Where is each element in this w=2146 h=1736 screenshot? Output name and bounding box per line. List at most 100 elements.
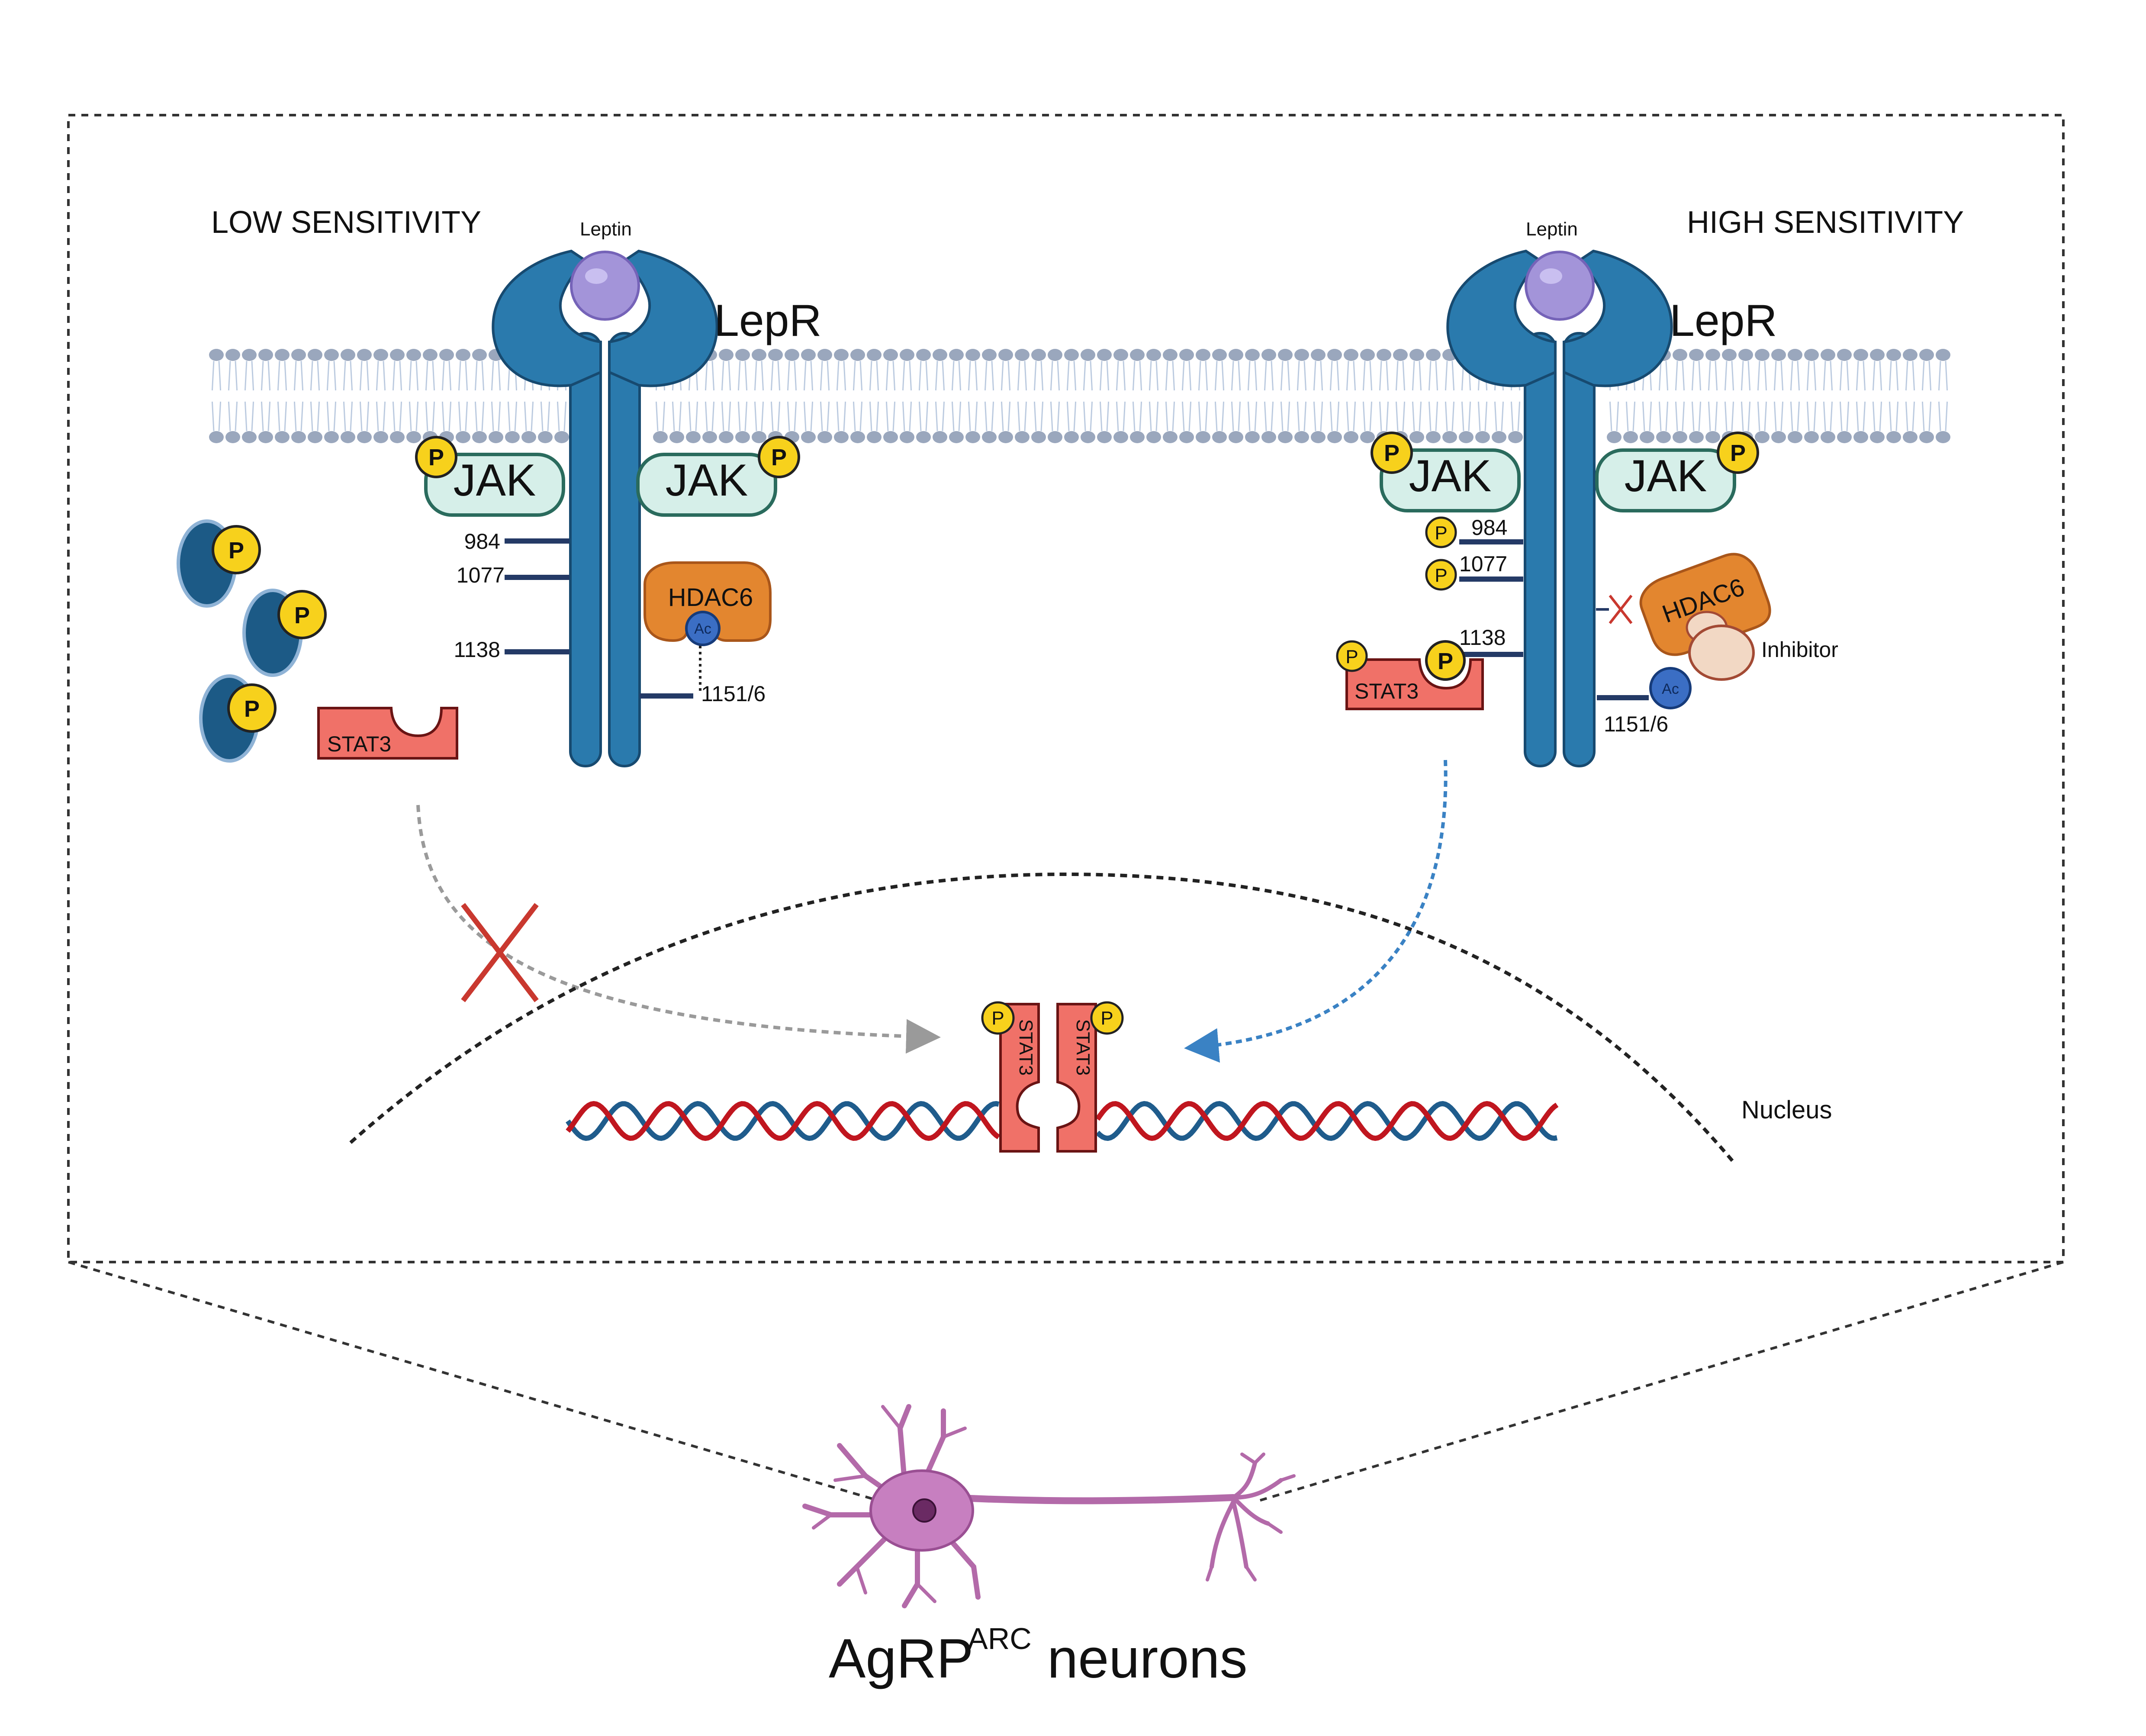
- lipid-head: [275, 349, 290, 361]
- lipid-head: [390, 349, 405, 361]
- lipid-tail: [787, 401, 790, 432]
- lipid-tail: [728, 401, 731, 432]
- lipid-head: [982, 349, 997, 361]
- lipid-tail: [787, 361, 790, 391]
- lipid-head: [1327, 431, 1342, 443]
- lipid-tail: [474, 361, 478, 391]
- lipid-tail: [820, 401, 823, 432]
- lipid-tail: [1846, 401, 1850, 432]
- stat3-dimer-left: [999, 1003, 1040, 1153]
- lipid-tail: [392, 361, 396, 391]
- lipid-tail: [869, 361, 872, 391]
- lipid-tail: [1863, 361, 1866, 391]
- leptin-label-right: Leptin: [1526, 219, 1578, 240]
- lipid-head: [834, 349, 849, 361]
- lipid-tail: [1757, 401, 1760, 432]
- lipid-tail: [1017, 401, 1020, 432]
- lipid-tail: [1155, 361, 1159, 391]
- agrp-neuron-illustration: [802, 1404, 1296, 1608]
- lipid-tail: [1912, 401, 1915, 432]
- lepr-lobe-right: [1563, 249, 1673, 387]
- lipid-tail: [1024, 401, 1027, 432]
- lipid-head: [341, 431, 355, 443]
- blocked-translocation-arrow: [416, 805, 941, 1054]
- lipid-tail: [1353, 361, 1356, 391]
- lipid-head: [390, 431, 405, 443]
- phospho-icon: [1717, 432, 1759, 474]
- lipid-tail: [1642, 401, 1645, 432]
- lepr-lobe-right: [608, 249, 718, 387]
- site-984-label: 984: [464, 529, 500, 554]
- lipid-tail: [1083, 361, 1086, 391]
- lipid-tail: [975, 401, 978, 432]
- lipid-head: [373, 349, 388, 361]
- lipid-tail: [859, 401, 863, 432]
- lipid-tail: [1609, 401, 1612, 432]
- lipid-head: [1146, 431, 1161, 443]
- lipid-head: [1048, 431, 1062, 443]
- lipid-head: [850, 349, 865, 361]
- lipid-head: [275, 431, 290, 443]
- lipid-head: [209, 349, 224, 361]
- lipid-tail: [1116, 401, 1119, 432]
- lipid-tail: [1698, 401, 1702, 432]
- stat3-label: STAT3: [1015, 1019, 1036, 1076]
- lipid-tail: [794, 361, 797, 391]
- lipid-head: [998, 349, 1013, 361]
- lipid-tail: [1691, 401, 1695, 432]
- lipid-tail: [754, 401, 757, 432]
- lipid-tail: [218, 361, 222, 391]
- lipid-tail: [827, 401, 830, 432]
- jak-left-a: [424, 453, 565, 517]
- lipid-tail: [869, 401, 872, 432]
- lipid-tail: [942, 401, 945, 432]
- lipid-head: [883, 431, 898, 443]
- lipid-head: [1229, 431, 1243, 443]
- lipid-head: [1853, 349, 1868, 361]
- lipid-tail: [326, 401, 330, 432]
- lipid-tail: [1780, 401, 1784, 432]
- lipid-tail: [1435, 361, 1438, 391]
- lipid-tail: [1024, 361, 1027, 391]
- lipid-tail: [1494, 401, 1497, 432]
- lipid-tail: [1205, 401, 1208, 432]
- lipid-tail: [721, 361, 724, 391]
- lipid-tail: [1895, 401, 1899, 432]
- lipid-tail: [1691, 361, 1695, 391]
- lipid-tail: [1123, 361, 1126, 391]
- lipid-tail: [1198, 401, 1201, 432]
- lipid-head: [308, 431, 322, 443]
- lipid-tail: [810, 401, 814, 432]
- lipid-head: [1113, 349, 1128, 361]
- lepr-stalk-left: [1524, 332, 1557, 767]
- lipid-head: [933, 349, 947, 361]
- phospho-label: P: [1438, 648, 1453, 674]
- lipid-tail: [1698, 361, 1702, 391]
- lipid-head: [1788, 349, 1802, 361]
- stat3-label: STAT3: [1072, 1019, 1094, 1076]
- lipid-tail: [383, 361, 386, 391]
- lipid-head: [883, 349, 898, 361]
- lipid-head: [1278, 349, 1293, 361]
- lepr-stalk-left: [569, 332, 602, 767]
- lepr-label-left: LepR: [714, 296, 822, 346]
- lipid-tail: [1238, 361, 1241, 391]
- lipid-tail: [1658, 361, 1662, 391]
- lipid-tail: [1040, 401, 1044, 432]
- lipid-tail: [902, 401, 905, 432]
- lipid-head: [225, 349, 240, 361]
- lipid-head: [1442, 431, 1457, 443]
- phospho-label: P: [771, 444, 787, 470]
- lipid-head: [949, 349, 964, 361]
- lipid-tail: [425, 401, 428, 432]
- lipid-tail: [1017, 361, 1020, 391]
- lipid-head: [900, 431, 914, 443]
- lipid-tail: [1254, 401, 1258, 432]
- lipid-head: [1903, 349, 1918, 361]
- lipid-tail: [1165, 401, 1168, 432]
- lipid-tail: [909, 361, 912, 391]
- lipid-head: [1196, 431, 1210, 443]
- lipid-head: [801, 349, 816, 361]
- lipid-tail: [491, 361, 494, 391]
- lipid-head: [456, 431, 470, 443]
